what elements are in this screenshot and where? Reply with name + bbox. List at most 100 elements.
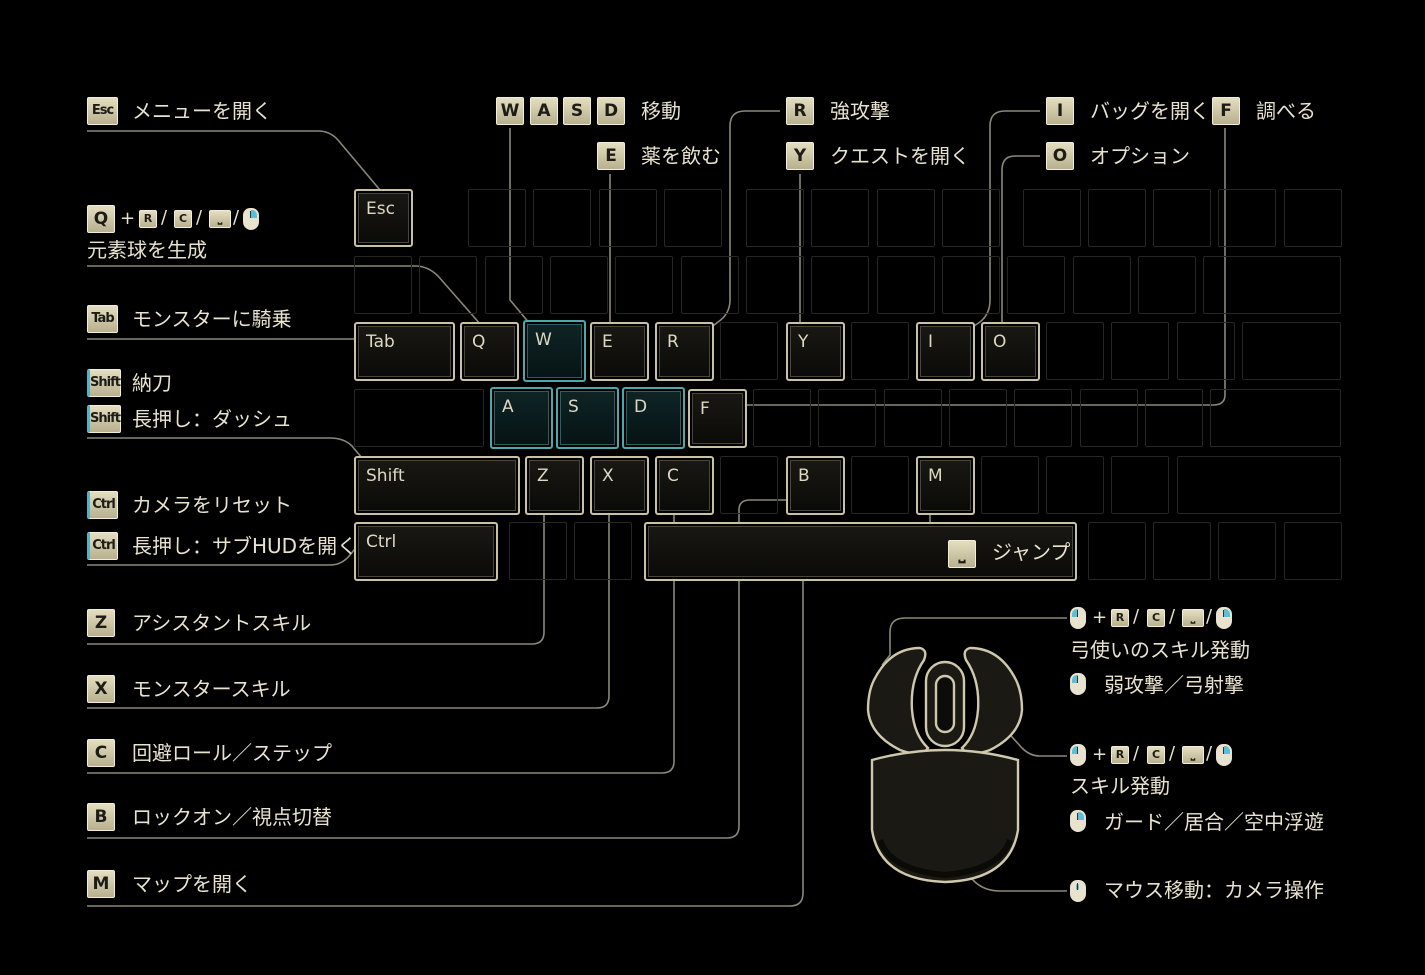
space-badge: ⎵ [948,540,976,568]
badge-x: X [87,675,115,703]
key-ctrl-label: Ctrl [366,532,397,552]
keyboard-ghost-key [1023,189,1081,247]
key-d-label: D [634,397,648,417]
keyboard-ghost-key [664,189,722,247]
label-q: 元素球を生成 [87,238,207,262]
keyboard-ghost-key [550,256,608,314]
key-q: Q [460,322,519,381]
label-shift-hold: 長押し：ダッシュ [132,407,292,431]
badge-d: D [597,97,625,125]
label-c: 回避ロール／ステップ [132,741,332,765]
badge-r-small: R [139,210,157,228]
keyboard-ghost-key [1088,189,1146,247]
keyboard-ghost-key [1242,322,1341,380]
key-shift-label: Shift [366,466,405,486]
keyboard-ghost-key [1007,256,1065,314]
keyboard-ghost-key [746,189,804,247]
key-m: M [916,456,975,515]
label-i: バッグを開く [1090,99,1210,123]
label-shift-tap: 納刀 [132,371,172,395]
key-m-label: M [928,466,943,486]
keyboard-ghost-key [681,256,739,314]
keyboard-ghost-key [468,189,526,247]
slash: / [196,207,203,228]
keyboard-ghost-key [533,189,591,247]
space-icon: ⎵ [958,544,966,564]
keyboard-ghost-key [354,389,484,447]
keyboard-ghost-key [1088,522,1146,580]
label-mouse-left-combo: 弓使いのスキル発動 [1070,638,1250,662]
label-ctrl-hold: 長押し：サブHUDを開く [132,534,358,558]
key-i-label: I [928,332,934,352]
plus-sign: + [1092,607,1108,628]
keyboard-ghost-key [1138,256,1196,314]
label-tab: モンスターに騎乗 [132,307,292,331]
key-s-label: S [568,397,579,417]
key-esc-label: Esc [366,199,395,219]
keyboard-ghost-key [1177,456,1341,514]
badge-r-small: R [1111,746,1129,764]
keyboard-ghost-key [942,256,1000,314]
keyboard-ghost-key [419,256,477,314]
keyboard-ghost-key [884,389,942,447]
keyboard-ghost-key [1073,256,1131,314]
key-ctrl: Ctrl [354,522,498,581]
key-a: A [490,387,553,449]
keyboard-ghost-key [1153,189,1211,247]
badge-ctrl: Ctrl [87,491,118,519]
label-wasd: 移動 [641,99,681,123]
key-b-label: B [798,466,810,486]
slash: / [233,207,240,228]
key-b: B [786,456,845,515]
key-y-label: Y [798,332,809,352]
keyboard-ghost-key [1014,389,1072,447]
keyboard-ghost-key [1203,256,1341,314]
key-o-label: O [993,332,1007,352]
key-a-label: A [502,397,514,417]
badge-shift-hold: Shift [87,405,121,433]
key-i: I [916,322,975,381]
key-f: F [688,389,747,448]
badge-b: B [87,803,115,831]
mouse-right-icon [1216,607,1232,629]
space-icon: ⎵ [1190,611,1196,624]
key-q-label: Q [472,332,486,352]
keyboard-ghost-key [1284,189,1342,247]
key-x: X [590,456,649,515]
keyboard-ghost-key [811,189,869,247]
badge-y: Y [786,142,814,170]
key-c: C [655,456,714,515]
keyboard-ghost-key [1080,389,1138,447]
mouse-left-icon [1070,673,1086,695]
keyboard-ghost-key [1145,389,1203,447]
badge-m: M [87,870,115,898]
keyboard-ghost-key [851,456,909,514]
key-r: R [655,322,714,381]
badge-q: Q [87,205,115,233]
mouse-illustration [866,646,1024,884]
keyboard-ghost-key [746,256,804,314]
slash: / [161,207,168,228]
slash: / [1206,606,1213,627]
badge-c: C [87,739,115,767]
label-mouse-move: マウス移動：カメラ操作 [1104,878,1324,902]
label-space: ジャンプ [992,540,1071,564]
label-mouse-left: 弱攻撃／弓射撃 [1104,673,1244,697]
keyboard-ghost-key [1046,322,1104,380]
plus-sign: + [1092,744,1108,765]
keyboard-ghost-key [942,189,1000,247]
badge-c-small: C [1147,746,1165,764]
keyboard-ghost-key [485,256,543,314]
key-e-label: E [602,332,613,352]
keyboard-ghost-key [574,522,632,580]
key-tab: Tab [354,322,455,381]
badge-w: W [496,97,524,125]
key-f-label: F [700,399,710,419]
keyboard-ghost-key [949,389,1007,447]
badge-z: Z [87,609,115,637]
label-m: マップを開く [132,872,252,896]
label-b: ロックオン／視点切替 [132,805,332,829]
keyboard-ghost-key [753,389,811,447]
keyboard-ghost-key [877,189,935,247]
badge-r: R [786,97,814,125]
